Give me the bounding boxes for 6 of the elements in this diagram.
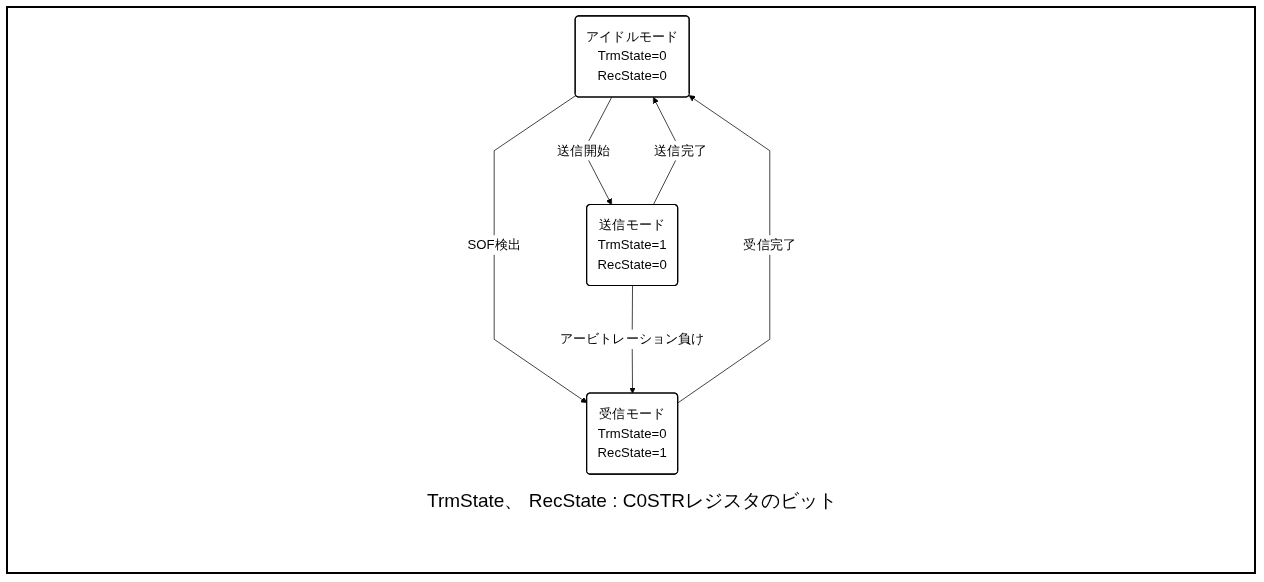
note: TrmState、 RecState : C0STRレジスタのビット: [427, 490, 837, 511]
edge-label: 送信完了: [654, 143, 708, 158]
edge-label: アービトレーション負け: [560, 331, 705, 347]
edge-label: 送信開始: [557, 143, 611, 158]
edge-label: SOF検出: [467, 237, 522, 252]
edge-label: 受信完了: [743, 237, 797, 252]
